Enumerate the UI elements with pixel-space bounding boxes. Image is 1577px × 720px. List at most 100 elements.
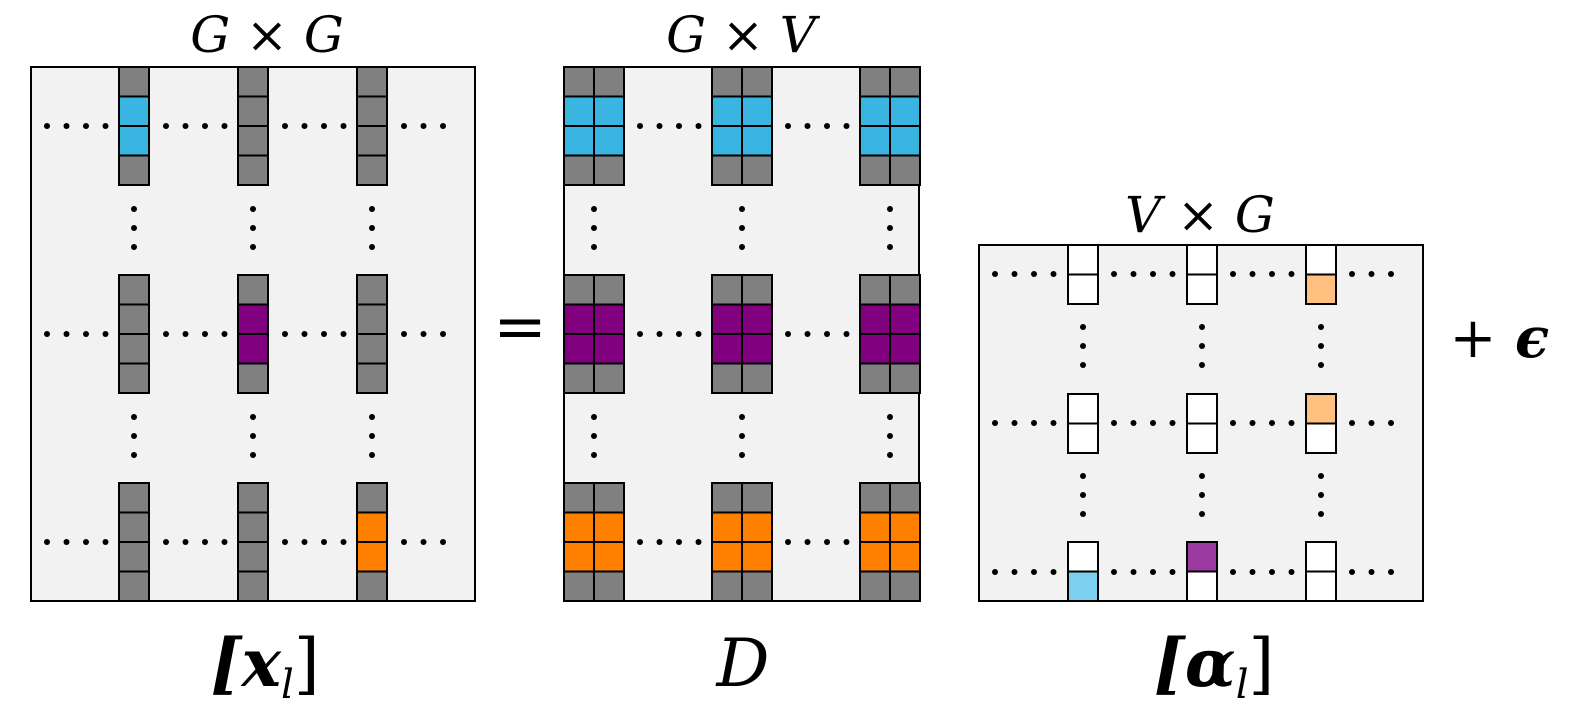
ellipsis-dot xyxy=(1288,420,1295,426)
d-matrix-cell xyxy=(889,333,921,365)
ellipsis-dot xyxy=(83,539,89,545)
ellipsis-dot xyxy=(1031,569,1037,575)
d-matrix-cell xyxy=(563,511,595,543)
ellipsis-dot xyxy=(785,123,791,129)
ellipsis-dot xyxy=(182,331,189,337)
ellipsis-dot xyxy=(656,123,663,129)
ellipsis-dot xyxy=(63,539,70,545)
ellipsis-dot xyxy=(785,331,791,337)
d-matrix-cell xyxy=(859,541,891,573)
ellipsis-dot xyxy=(1269,271,1275,277)
ellipsis-dot xyxy=(591,414,597,420)
ellipsis-dot xyxy=(1199,362,1205,368)
d-matrix-cell xyxy=(563,274,595,306)
ellipsis-dot xyxy=(1050,569,1057,575)
ellipsis-dot xyxy=(1080,343,1086,349)
ellipsis-dot xyxy=(1130,420,1137,426)
d-matrix-name: D xyxy=(716,625,770,702)
ellipsis-dot xyxy=(340,123,347,129)
alpha-matrix-cell xyxy=(1186,393,1218,425)
ellipsis-dot xyxy=(824,123,830,129)
ellipsis-dot xyxy=(321,331,327,337)
ellipsis-dot xyxy=(1031,420,1037,426)
x-matrix-cell xyxy=(237,333,269,365)
ellipsis-dot xyxy=(1031,271,1037,277)
x-matrix-cell xyxy=(356,482,388,514)
x-matrix-cell xyxy=(118,482,150,514)
ellipsis-dot xyxy=(1368,271,1375,277)
d-matrix-cell xyxy=(889,274,921,306)
ellipsis-dot xyxy=(591,244,597,250)
ellipsis-dot xyxy=(340,331,347,337)
ellipsis-dot xyxy=(131,433,137,439)
ellipsis-dot xyxy=(824,539,830,545)
x-matrix-cell xyxy=(237,95,269,127)
ellipsis-dot xyxy=(591,452,597,458)
x-matrix-cell xyxy=(237,541,269,573)
alpha-matrix-cell xyxy=(1186,422,1218,454)
ellipsis-dot xyxy=(1130,569,1137,575)
d-matrix-cell xyxy=(889,125,921,157)
ellipsis-dot xyxy=(44,331,50,337)
ellipsis-dot xyxy=(250,433,256,439)
d-matrix-cell xyxy=(889,511,921,543)
ellipsis-dot xyxy=(131,206,137,212)
x-name-close: ] xyxy=(294,625,320,702)
alpha-name-subscript: l xyxy=(1236,662,1249,708)
x-matrix-cell xyxy=(356,303,388,335)
ellipsis-dot xyxy=(1011,420,1018,426)
ellipsis-dot xyxy=(887,433,893,439)
d-matrix-cell xyxy=(711,333,743,365)
d-matrix-cell xyxy=(711,303,743,335)
d-matrix-cell xyxy=(593,362,625,394)
d-matrix-cell xyxy=(741,511,773,543)
ellipsis-dot xyxy=(369,244,375,250)
ellipsis-dot xyxy=(1080,362,1086,368)
ellipsis-dot xyxy=(1130,271,1137,277)
ellipsis-dot xyxy=(1318,473,1324,479)
ellipsis-dot xyxy=(1249,271,1256,277)
alpha-matrix-cell xyxy=(1305,570,1337,602)
ellipsis-dot xyxy=(992,420,998,426)
ellipsis-dot xyxy=(1388,569,1394,575)
ellipsis-dot xyxy=(131,244,137,250)
ellipsis-dot xyxy=(1388,420,1394,426)
plus-sign: + xyxy=(1450,306,1497,371)
ellipsis-dot xyxy=(1080,492,1086,498)
x-dims-label: G × G xyxy=(190,6,344,64)
ellipsis-dot xyxy=(1011,271,1018,277)
ellipsis-dot xyxy=(369,433,375,439)
ellipsis-dot xyxy=(420,123,427,129)
ellipsis-dot xyxy=(1318,343,1324,349)
d-matrix-cell xyxy=(711,66,743,98)
ellipsis-dot xyxy=(1230,569,1236,575)
ellipsis-dot xyxy=(739,225,745,231)
x-matrix-cell xyxy=(118,154,150,186)
ellipsis-dot xyxy=(676,539,682,545)
ellipsis-dot xyxy=(1199,511,1205,517)
d-matrix-cell xyxy=(741,333,773,365)
ellipsis-dot xyxy=(804,123,811,129)
d-matrix-cell xyxy=(711,274,743,306)
ellipsis-dot xyxy=(369,225,375,231)
x-matrix-cell xyxy=(118,274,150,306)
alpha-matrix-cell xyxy=(1067,541,1099,573)
alpha-matrix-cell xyxy=(1186,244,1218,276)
x-matrix-cell xyxy=(118,541,150,573)
d-matrix-cell xyxy=(563,362,595,394)
x-matrix-cell xyxy=(118,125,150,157)
ellipsis-dot xyxy=(591,433,597,439)
ellipsis-dot xyxy=(202,123,208,129)
d-matrix-cell xyxy=(741,303,773,335)
ellipsis-dot xyxy=(131,452,137,458)
d-matrix-cell xyxy=(741,541,773,573)
x-matrix-cell xyxy=(118,95,150,127)
d-matrix-cell xyxy=(859,482,891,514)
d-matrix-cell xyxy=(593,570,625,602)
d-matrix-cell xyxy=(593,511,625,543)
ellipsis-dot xyxy=(1150,271,1156,277)
ellipsis-dot xyxy=(401,123,407,129)
ellipsis-dot xyxy=(83,331,89,337)
d-matrix-cells xyxy=(563,66,921,602)
d-matrix-cell xyxy=(563,570,595,602)
